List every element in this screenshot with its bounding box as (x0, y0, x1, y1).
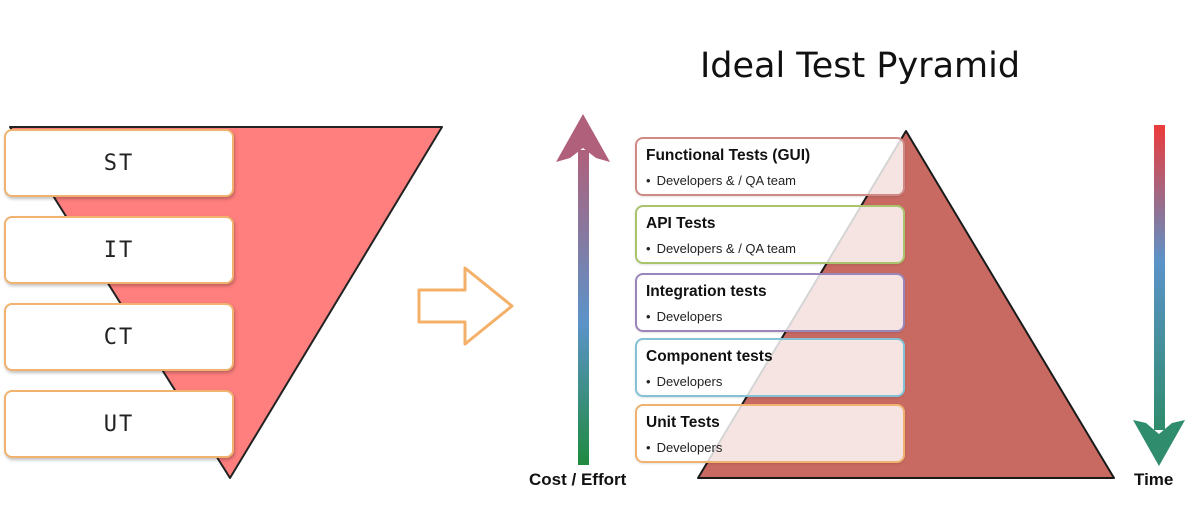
inverted-level-label: CT (103, 324, 135, 350)
pyramid-level-api: API Tests • Developers & / QA team (635, 205, 905, 264)
level-title: Functional Tests (GUI) (646, 147, 811, 164)
level-roles: • Developers (646, 374, 903, 389)
time-label: Time (1134, 470, 1174, 489)
level-roles-text: Developers (656, 374, 723, 389)
level-roles: • Developers & / QA team (646, 173, 903, 188)
level-roles: • Developers (646, 440, 903, 455)
cost-arrow-shaft (578, 150, 589, 465)
cost-arrow-head (556, 114, 610, 162)
level-roles-text: Developers & / QA team (656, 241, 797, 256)
cost-effort-arrow (556, 114, 610, 465)
level-title: API Tests (646, 215, 716, 232)
time-arrow (1133, 125, 1185, 466)
inverted-level-label: UT (103, 411, 135, 437)
level-roles-text: Developers & / QA team (656, 173, 797, 188)
level-title: Integration tests (646, 283, 767, 300)
level-roles-text: Developers (656, 440, 723, 455)
inverted-level-ut: UT (4, 390, 234, 458)
level-title: Unit Tests (646, 414, 720, 431)
bullet-icon: • (646, 440, 651, 455)
time-arrow-shaft (1154, 125, 1165, 430)
inverted-level-ct: CT (4, 303, 234, 371)
inverted-pyramid-shape (9, 126, 443, 479)
level-roles-text: Developers (656, 309, 723, 324)
level-roles: • Developers & / QA team (646, 241, 903, 256)
time-arrow-head (1133, 420, 1185, 466)
pyramid-level-functional: Functional Tests (GUI) • Developers & / Q… (635, 137, 905, 196)
diagram-title: Ideal Test Pyramid (699, 46, 1021, 86)
bullet-icon: • (646, 173, 651, 188)
inverted-level-it: IT (4, 216, 234, 284)
bullet-icon: • (646, 374, 651, 389)
pyramid-level-unit: Unit Tests • Developers (635, 404, 905, 463)
level-roles: • Developers (646, 309, 903, 324)
cost-effort-label: Cost / Effort (529, 470, 627, 489)
pyramid-level-integration: Integration tests • Developers (635, 273, 905, 332)
level-title: Component tests (646, 348, 773, 365)
pyramid-level-component: Component tests • Developers (635, 338, 905, 397)
inverted-level-st: ST (4, 129, 234, 197)
inverted-level-label: IT (103, 237, 135, 263)
bullet-icon: • (646, 241, 651, 256)
bullet-icon: • (646, 309, 651, 324)
inverted-level-label: ST (103, 150, 135, 176)
